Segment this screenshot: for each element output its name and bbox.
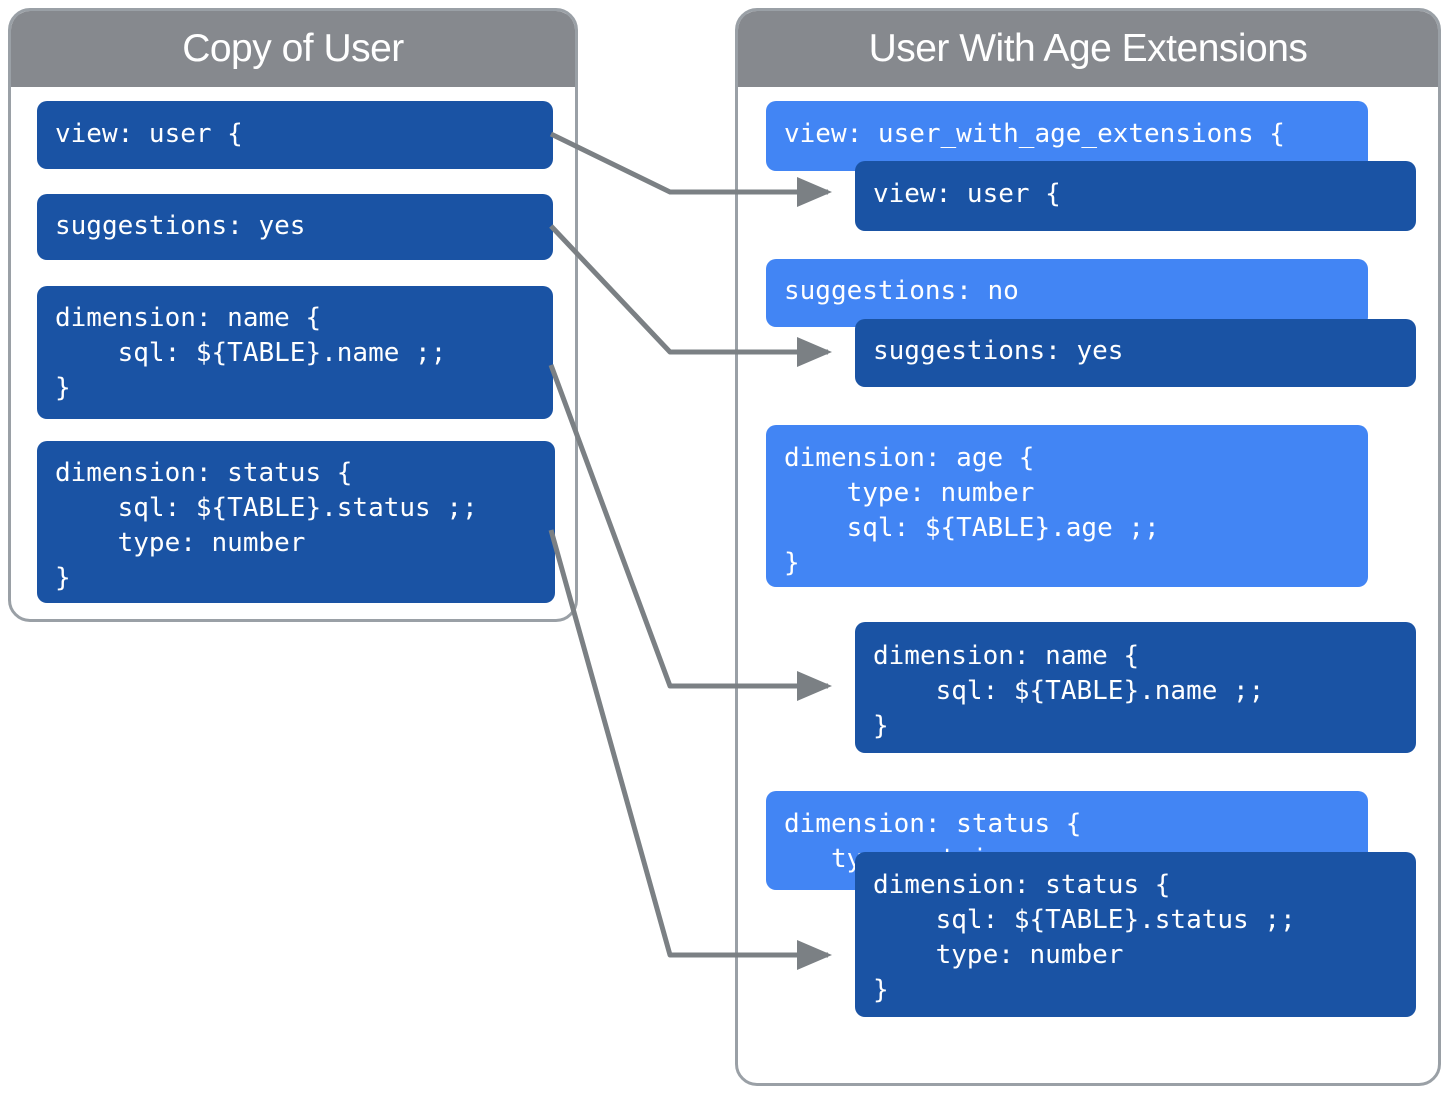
panel-right-header: User With Age Extensions	[738, 11, 1438, 87]
code-block-view-extension[interactable]: view: user_with_age_extensions {	[766, 101, 1368, 171]
code-block-suggestions-no[interactable]: suggestions: no	[766, 259, 1368, 327]
panel-copy-of-user: Copy of User view: user { suggestions: y…	[8, 8, 578, 622]
code-block-dimension-status-inherited[interactable]: dimension: status { sql: ${TABLE}.status…	[855, 852, 1416, 1017]
panel-right-title: User With Age Extensions	[868, 27, 1308, 70]
code-block-dimension-name-inherited[interactable]: dimension: name { sql: ${TABLE}.name ;; …	[855, 622, 1416, 753]
panel-left-header: Copy of User	[11, 11, 575, 87]
code-block-dimension-name[interactable]: dimension: name { sql: ${TABLE}.name ;; …	[37, 286, 553, 419]
code-block-view-user-inherited[interactable]: view: user {	[855, 161, 1416, 231]
code-block-dimension-status[interactable]: dimension: status { sql: ${TABLE}.status…	[37, 441, 555, 603]
code-block-dimension-age[interactable]: dimension: age { type: number sql: ${TAB…	[766, 425, 1368, 587]
code-block-suggestions[interactable]: suggestions: yes	[37, 194, 553, 260]
panel-user-with-age-extensions: User With Age Extensions view: user_with…	[735, 8, 1441, 1086]
code-block-view[interactable]: view: user {	[37, 101, 553, 169]
code-block-suggestions-yes-inherited[interactable]: suggestions: yes	[855, 319, 1416, 387]
panel-left-title: Copy of User	[182, 27, 404, 70]
